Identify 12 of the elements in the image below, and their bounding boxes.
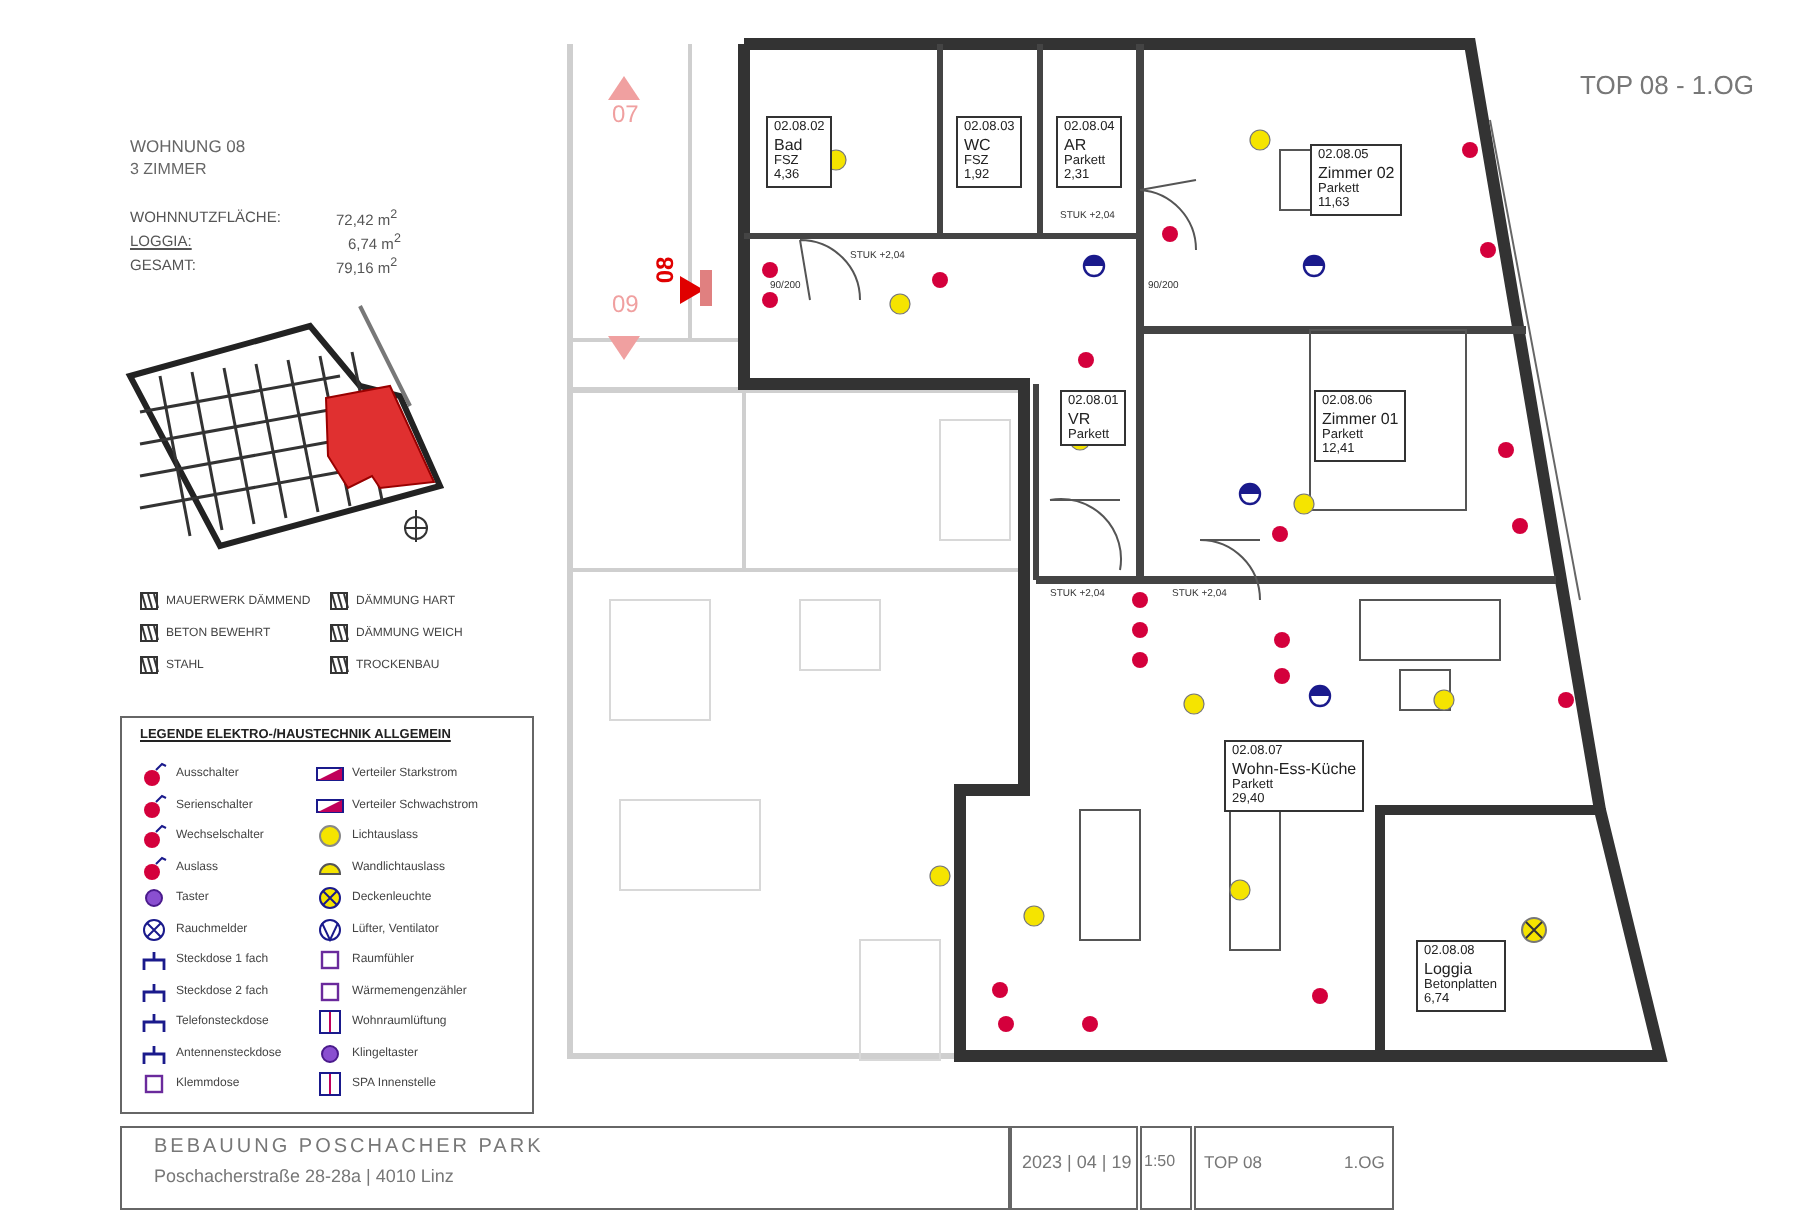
stair-number: 07	[612, 100, 639, 128]
heading: WOHNUNG 08	[130, 136, 246, 156]
unit-text: TOP 08	[1204, 1152, 1262, 1172]
date-text: 2023 | 04 | 19	[1022, 1152, 1132, 1172]
project-address: Poschacherstraße 28-28a | 4010 Linz	[154, 1166, 454, 1186]
stair-number: 08	[651, 256, 680, 284]
scale-text: 1:50	[1144, 1152, 1176, 1170]
floor-text: 1.OG	[1344, 1152, 1385, 1172]
subheading: 3 ZIMMER	[130, 160, 207, 178]
plan-title: TOP 08 - 1.OG	[1580, 70, 1754, 100]
project-name: BEBAUUNG POSCHACHER PARK	[154, 1136, 544, 1158]
stair-number: 09	[612, 290, 639, 318]
